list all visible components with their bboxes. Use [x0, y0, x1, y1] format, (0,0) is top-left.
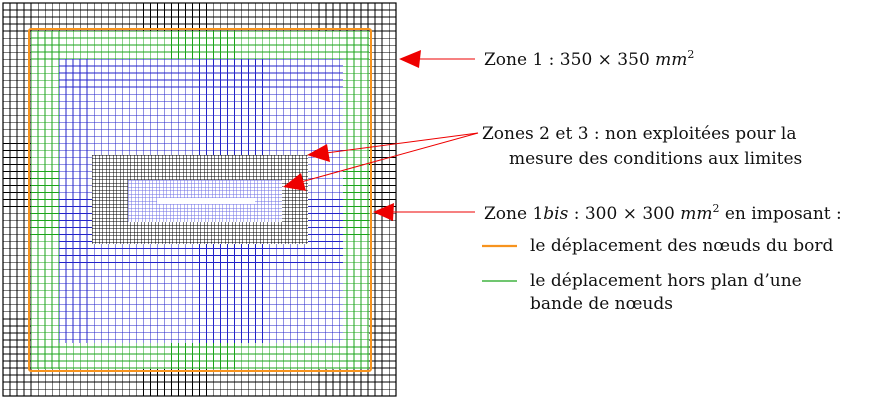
arrow-head-icon: [373, 203, 394, 221]
label-zones23-line2: mesure des conditions aux limites: [509, 149, 802, 169]
legend-orange-label: le déplacement des nœuds du bord: [530, 236, 834, 256]
crack-slot: [157, 198, 255, 204]
label-zones23-line1: Zones 2 et 3 : non exploitées pour la: [482, 124, 796, 144]
mesh-outer-border: [2, 2, 397, 397]
arrow-head-icon: [399, 50, 421, 68]
legend-green-label-line2: bande de nœuds: [530, 294, 673, 314]
arrow-zone1: [399, 50, 475, 68]
label-zone1bis: Zone 1bis : 300 × 300 mm2 en imposant :: [484, 202, 842, 224]
arrow-head-icon: [283, 173, 306, 191]
label-zone1: Zone 1 : 350 × 350 mm2: [484, 48, 694, 70]
legend-green-label-line1: le déplacement hors plan d’une: [530, 271, 802, 291]
arrow-zone2: [307, 132, 479, 162]
arrow-head-icon: [307, 144, 330, 162]
zone1bis-orange-border: [28, 28, 372, 372]
arrow-zone3: [283, 132, 479, 191]
annotation-arrows: [283, 50, 479, 221]
arrow-zone1bis: [373, 203, 475, 221]
